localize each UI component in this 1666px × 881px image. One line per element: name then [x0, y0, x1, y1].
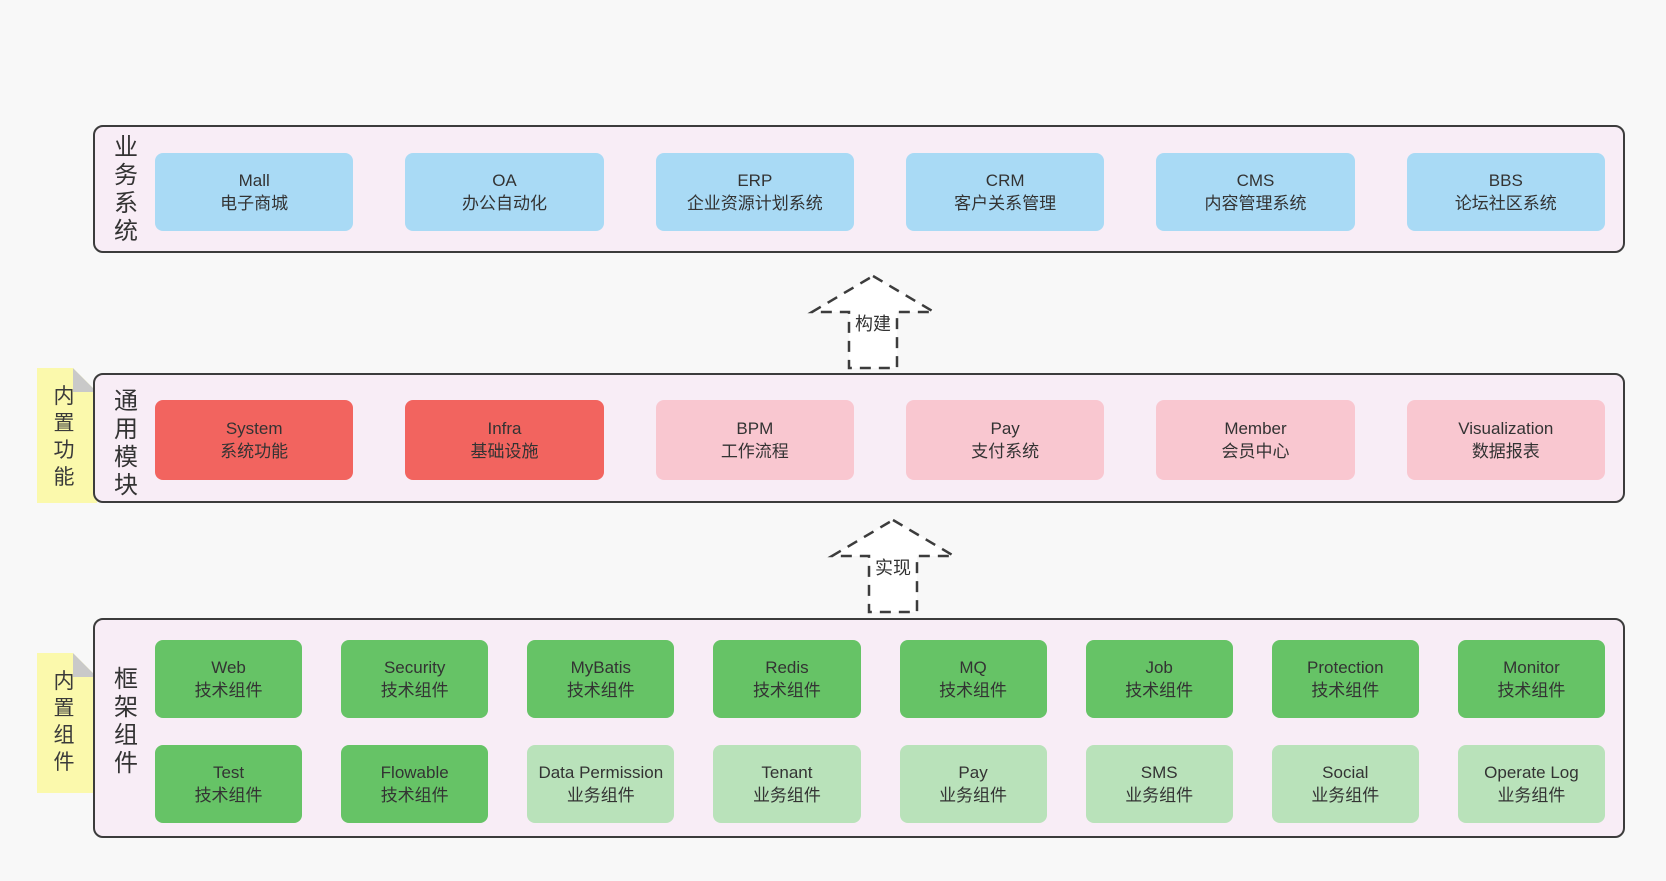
box-operate-log: Operate Log 业务组件 [1457, 745, 1605, 823]
build-arrow-label: 构建 [852, 314, 894, 334]
framework-components-layer-label: 框架组件 [114, 666, 138, 777]
box-job: Job 技术组件 [1085, 640, 1233, 718]
sticky-note-builtin-features-label: 内置功能 [53, 385, 75, 489]
box-mybatis: MyBatis 技术组件 [527, 640, 675, 718]
business-systems-box-row: Mall 电子商城 OA 办公自动化 ERP 企业资源计划系统 CRM 客户关系… [155, 153, 1605, 231]
implement-arrow-label: 实现 [872, 558, 914, 578]
box-pay-component: Pay 业务组件 [899, 745, 1047, 823]
box-flowable: Flowable 技术组件 [341, 745, 489, 823]
box-social: Social 业务组件 [1271, 745, 1419, 823]
common-modules-box-row: System 系统功能 Infra 基础设施 BPM 工作流程 Pay 支付系统… [155, 400, 1605, 480]
box-security: Security 技术组件 [341, 640, 489, 718]
box-redis: Redis 技术组件 [713, 640, 861, 718]
box-data-permission: Data Permission 业务组件 [527, 745, 675, 823]
box-mq: MQ 技术组件 [899, 640, 1047, 718]
box-monitor: Monitor 技术组件 [1457, 640, 1605, 718]
framework-components-layer: 框架组件 Web 技术组件 Security 技术组件 MyBatis 技术组件… [93, 618, 1625, 838]
box-bpm: BPM 工作流程 [655, 400, 854, 480]
business-systems-layer: 业务系统 Mall 电子商城 OA 办公自动化 ERP 企业资源计划系统 CRM… [93, 125, 1625, 253]
box-infra: Infra 基础设施 [405, 400, 604, 480]
box-erp: ERP 企业资源计划系统 [655, 153, 854, 231]
framework-components-box-row-2: Test 技术组件 Flowable 技术组件 Data Permission … [155, 745, 1605, 823]
common-modules-layer: 通用模块 System 系统功能 Infra 基础设施 BPM 工作流程 Pay… [93, 373, 1625, 503]
sticky-note-builtin-components-label: 内置组件 [53, 670, 75, 774]
box-bbs: BBS 论坛社区系统 [1406, 153, 1605, 231]
box-protection: Protection 技术组件 [1271, 640, 1419, 718]
common-modules-layer-label: 通用模块 [114, 388, 138, 499]
box-oa: OA 办公自动化 [405, 153, 604, 231]
box-system: System 系统功能 [155, 400, 354, 480]
box-pay-module: Pay 支付系统 [905, 400, 1105, 480]
framework-components-box-row-1: Web 技术组件 Security 技术组件 MyBatis 技术组件 Redi… [155, 640, 1605, 718]
box-crm: CRM 客户关系管理 [905, 153, 1105, 231]
box-sms: SMS 业务组件 [1085, 745, 1233, 823]
business-systems-layer-label: 业务系统 [114, 134, 138, 245]
box-member: Member 会员中心 [1156, 400, 1355, 480]
box-web: Web 技术组件 [155, 640, 303, 718]
box-test: Test 技术组件 [155, 745, 303, 823]
box-tenant: Tenant 业务组件 [713, 745, 861, 823]
sticky-note-builtin-features: 内置功能 [37, 368, 97, 503]
box-cms: CMS 内容管理系统 [1156, 153, 1355, 231]
box-mall: Mall 电子商城 [155, 153, 354, 231]
sticky-note-builtin-components: 内置组件 [37, 653, 97, 793]
box-visualization: Visualization 数据报表 [1406, 400, 1605, 480]
